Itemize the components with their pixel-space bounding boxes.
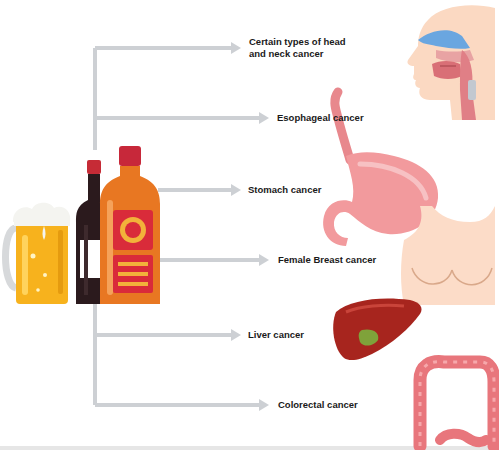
arrowheads xyxy=(231,42,269,411)
branch-lines xyxy=(95,48,260,405)
cancer-label: Colorectal cancer xyxy=(278,399,388,411)
cancer-label: Liver cancer xyxy=(248,329,348,341)
cancer-label: Esophageal cancer xyxy=(277,112,387,124)
beer-mug xyxy=(6,203,71,304)
colon xyxy=(420,362,494,446)
head-neck xyxy=(407,5,495,120)
whiskey-bottle xyxy=(100,146,160,304)
cancer-label: Certain types of head and neck cancer xyxy=(249,36,349,60)
cancer-label: Stomach cancer xyxy=(248,184,358,196)
liver xyxy=(333,299,421,361)
cancer-label: Female Breast cancer xyxy=(278,254,398,266)
female-torso xyxy=(401,206,495,305)
